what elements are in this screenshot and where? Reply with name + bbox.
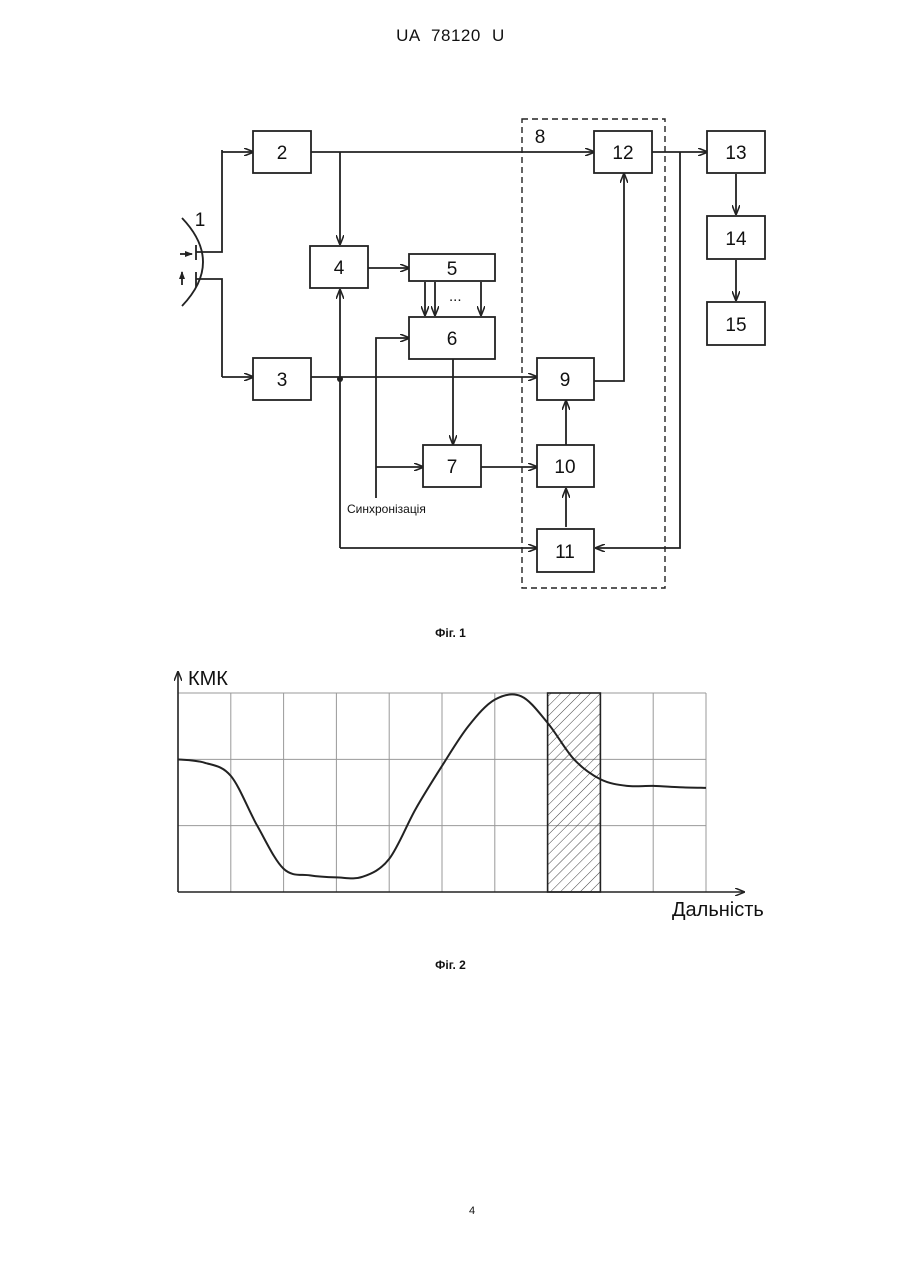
block-4-label: 4 [334,258,345,279]
block-7-label: 7 [447,457,458,478]
block-3: 3 [253,358,311,400]
ellipsis-label: ... [449,288,462,305]
block-11: 11 [537,529,594,572]
block-2: 2 [253,131,311,173]
block-11-label: 11 [555,542,575,563]
block-8-label: 8 [535,127,546,148]
block-15-label: 15 [725,315,746,336]
sync-label: Синхронізація [347,502,426,516]
block-4: 4 [310,246,368,288]
block-15: 15 [707,302,765,345]
block-9: 9 [537,358,594,400]
block-8-frame [522,119,665,588]
antenna-1: 1 [180,150,222,377]
block-14-label: 14 [725,229,747,250]
block-10-label: 10 [554,457,575,478]
block-13-label: 13 [725,143,746,164]
chart-grid [178,693,706,892]
block-13: 13 [707,131,765,173]
block-5: 5 [409,254,495,281]
block-7: 7 [423,445,481,487]
figure-1-caption: Фіг. 1 [0,626,901,640]
block-10: 10 [537,445,594,487]
block-6: 6 [409,317,495,359]
block-14: 14 [707,216,765,259]
block-2-label: 2 [277,143,288,164]
block-6-label: 6 [447,329,458,350]
block-diagram: 1 8 [0,0,901,640]
block-1-label: 1 [195,210,206,231]
block-3-label: 3 [277,370,288,391]
block-12: 12 [594,131,652,173]
page-number: 4 [0,1205,901,1217]
block-5-label: 5 [447,259,458,280]
x-axis-label: Дальність [672,899,764,921]
block-9-label: 9 [560,370,571,391]
block-12-label: 12 [612,143,633,164]
highlight-range [548,693,601,892]
y-axis-label: КМК [188,668,228,690]
kmk-range-chart: КМК Дальність [0,650,901,930]
figure-2-caption: Фіг. 2 [0,958,901,972]
